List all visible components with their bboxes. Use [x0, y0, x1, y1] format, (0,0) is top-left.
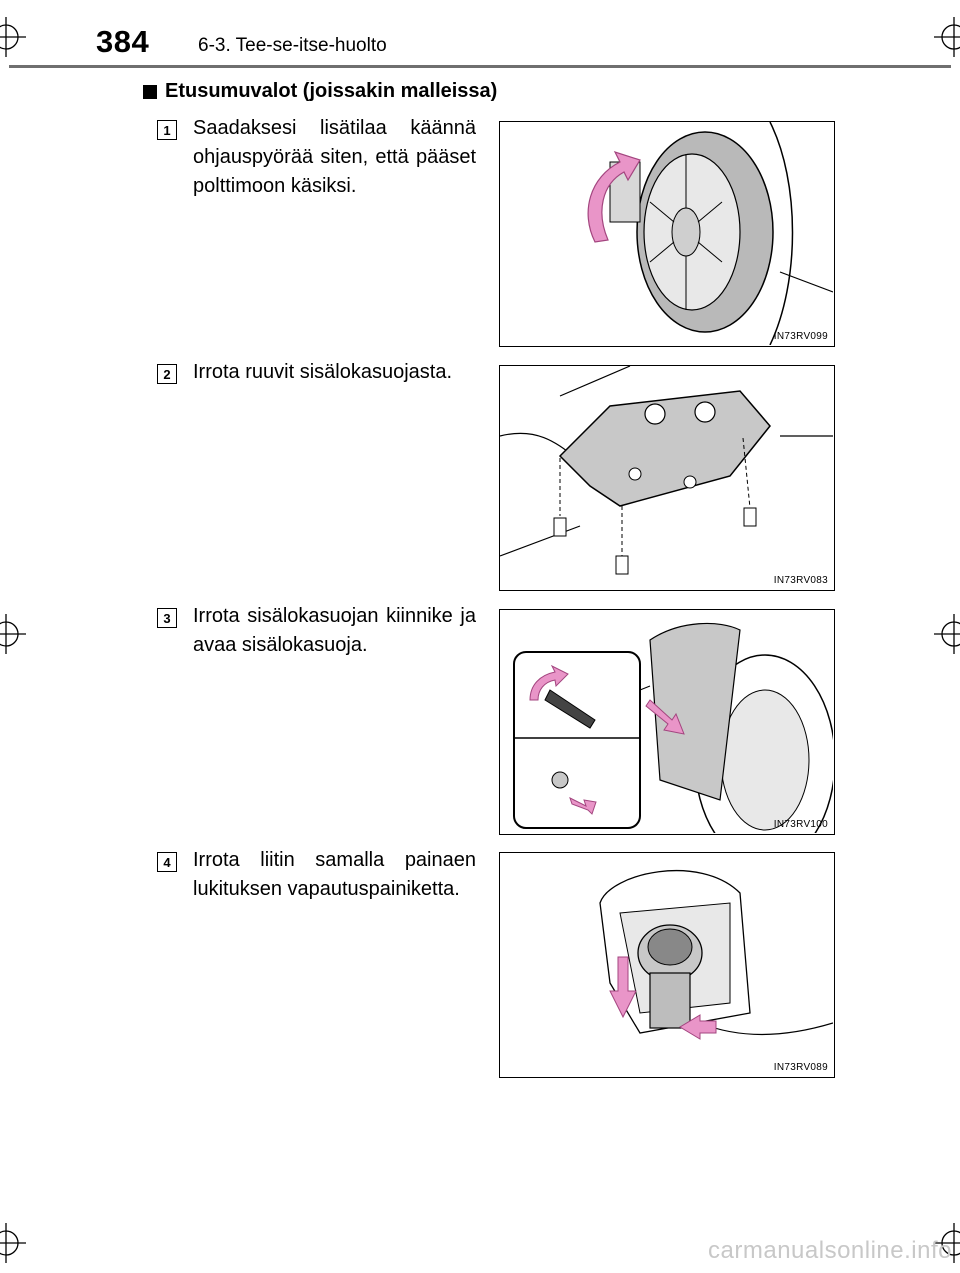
- step-text-3: Irrota sisälokasuojan kiinnike ja avaa s…: [193, 605, 476, 656]
- subheading: Etusumuvalot (joissakin malleissa): [143, 80, 497, 103]
- figure-1-code: IN73RV099: [773, 331, 828, 342]
- step-number-1: 1: [157, 120, 177, 140]
- figure-2-fender-screws: IN73RV083: [499, 365, 835, 591]
- step-number-4: 4: [157, 852, 177, 872]
- figure-4-code: IN73RV089: [773, 1062, 828, 1073]
- figure-4-illustration: [599, 870, 833, 1040]
- step-text-4: Irrota liitin samalla painaen lukituksen…: [193, 849, 476, 900]
- figure-2-illustration: [500, 366, 833, 575]
- step-number-2: 2: [157, 364, 177, 384]
- figure-3-code: IN73RV100: [773, 819, 828, 830]
- step-text-1: Saadaksesi lisätilaa käännä ohjauspyörää…: [193, 117, 476, 197]
- registration-mark-bottom-left: [0, 1223, 26, 1263]
- registration-mark-top-left: [0, 17, 26, 57]
- subheading-text: Etusumuvalot (joissakin malleissa): [165, 80, 498, 102]
- figure-1-illustration: [587, 122, 833, 345]
- registration-mark-mid-right: [934, 614, 960, 654]
- watermark: carmanualsonline.info: [708, 1237, 952, 1264]
- step-number-3: 3: [157, 608, 177, 628]
- header-divider: [9, 65, 951, 68]
- step-text-2: Irrota ruuvit sisälokasuojasta.: [193, 361, 453, 383]
- registration-mark-mid-left: [0, 614, 26, 654]
- figure-1-steering-wheel-turn: IN73RV099: [499, 121, 835, 347]
- figure-2-code: IN73RV083: [773, 575, 828, 586]
- figure-3-fender-clip: IN73RV100: [499, 609, 835, 835]
- section-title: 6-3. Tee-se-itse-huolto: [198, 35, 387, 56]
- figure-3-illustration: [513, 622, 833, 833]
- page-number: 384: [96, 24, 150, 59]
- registration-mark-bottom-right: [934, 1223, 960, 1263]
- registration-mark-top-right: [934, 17, 960, 57]
- square-bullet-icon: [143, 84, 157, 99]
- figure-4-connector-release: IN73RV089: [499, 852, 835, 1078]
